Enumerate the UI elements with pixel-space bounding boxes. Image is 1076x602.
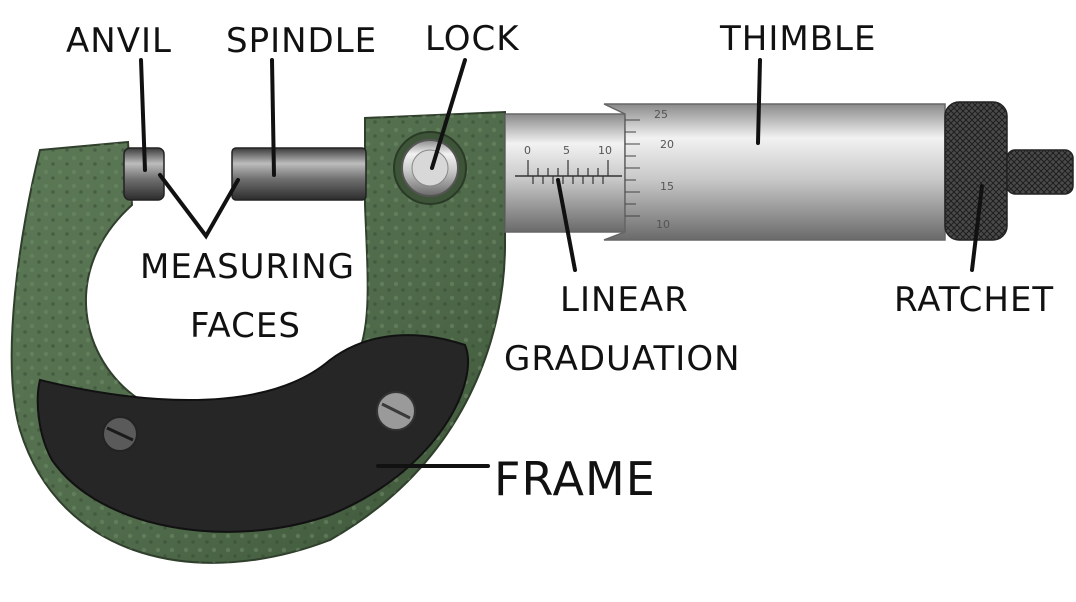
leader-spindle xyxy=(270,58,276,177)
label-thimble: THIMBLE xyxy=(719,19,876,59)
label-linear: LINEAR xyxy=(560,280,689,320)
label-faces: FACES xyxy=(190,306,301,346)
leader-ratchet xyxy=(970,184,984,272)
label-frame: FRAME xyxy=(494,452,656,506)
leader-linear-graduation xyxy=(556,178,577,272)
micrometer-body: 0 5 10 25 20 15 10 xyxy=(10,101,1074,564)
frame-plate xyxy=(36,334,470,533)
label-measuring: MEASURING xyxy=(140,247,355,287)
label-spindle: SPINDLE xyxy=(226,21,377,61)
linear-graduation-ticks xyxy=(527,160,609,184)
sleeve-scale-5: 5 xyxy=(563,144,570,157)
thimble-scale-10: 10 xyxy=(656,218,670,231)
label-anvil: ANVIL xyxy=(66,21,172,61)
leader-thimble xyxy=(756,58,762,145)
frame-screw-right xyxy=(376,391,416,431)
frame-screw-left xyxy=(102,416,138,452)
leader-lock xyxy=(430,58,467,170)
leader-measuring-faces xyxy=(158,173,240,240)
label-lock: LOCK xyxy=(425,19,520,59)
leader-lines xyxy=(139,58,984,468)
part-labels: ANVIL SPINDLE LOCK THIMBLE MEASURING FAC… xyxy=(66,19,1054,506)
leader-anvil xyxy=(139,58,147,172)
sleeve-scale-10: 10 xyxy=(598,144,612,157)
spindle-part xyxy=(231,147,367,201)
label-ratchet: RATCHET xyxy=(894,280,1054,320)
thimble-scale-15: 15 xyxy=(660,180,674,193)
thimble-part: 25 20 15 10 xyxy=(603,103,946,241)
sleeve-scale-0: 0 xyxy=(524,144,531,157)
label-graduation: GRADUATION xyxy=(504,339,741,379)
thimble-scale-25: 25 xyxy=(654,108,668,121)
ratchet-part xyxy=(944,101,1074,241)
thimble-scale-20: 20 xyxy=(660,138,674,151)
